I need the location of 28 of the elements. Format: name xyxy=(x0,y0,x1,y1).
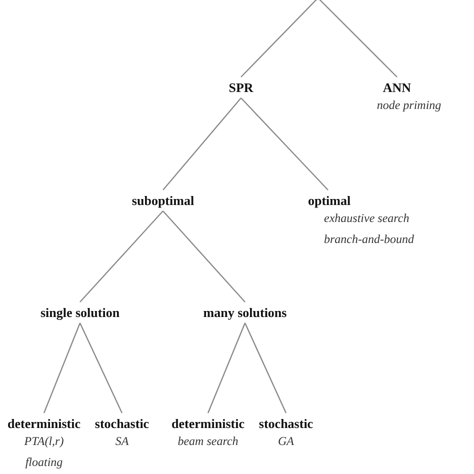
method-label: floating xyxy=(25,454,63,471)
method-label: PTA(l,r) xyxy=(24,433,64,450)
category-label: single solution xyxy=(40,305,120,320)
category-label: suboptimal xyxy=(132,193,194,208)
tree-branch-line xyxy=(244,322,287,414)
tree-branch-line xyxy=(79,322,123,414)
method-label: beam search xyxy=(178,433,238,450)
category-label: optimal xyxy=(308,193,351,208)
category-label: deterministic xyxy=(172,416,244,431)
tree-branch-line xyxy=(162,98,242,190)
method-label: branch-and-bound xyxy=(323,231,414,248)
tree-branch-line xyxy=(240,98,328,190)
method-label: exhaustive search xyxy=(323,210,410,227)
tree-branch-line xyxy=(43,322,81,414)
method-label: GA xyxy=(278,433,294,450)
tree-branch-line xyxy=(207,322,246,414)
category-label: stochastic xyxy=(94,416,150,431)
category-label: SPR xyxy=(228,80,254,95)
tree-branch-line xyxy=(240,0,318,78)
category-label: ANN xyxy=(382,80,412,95)
category-label: many solutions xyxy=(203,305,287,320)
tree-branch-line xyxy=(318,0,398,78)
category-label: stochastic xyxy=(258,416,314,431)
method-label: node priming xyxy=(376,97,442,114)
method-label: SA xyxy=(115,433,129,450)
tree-branch-line xyxy=(80,210,164,302)
category-label: deterministic xyxy=(8,416,80,431)
tree-branch-line xyxy=(162,210,246,302)
